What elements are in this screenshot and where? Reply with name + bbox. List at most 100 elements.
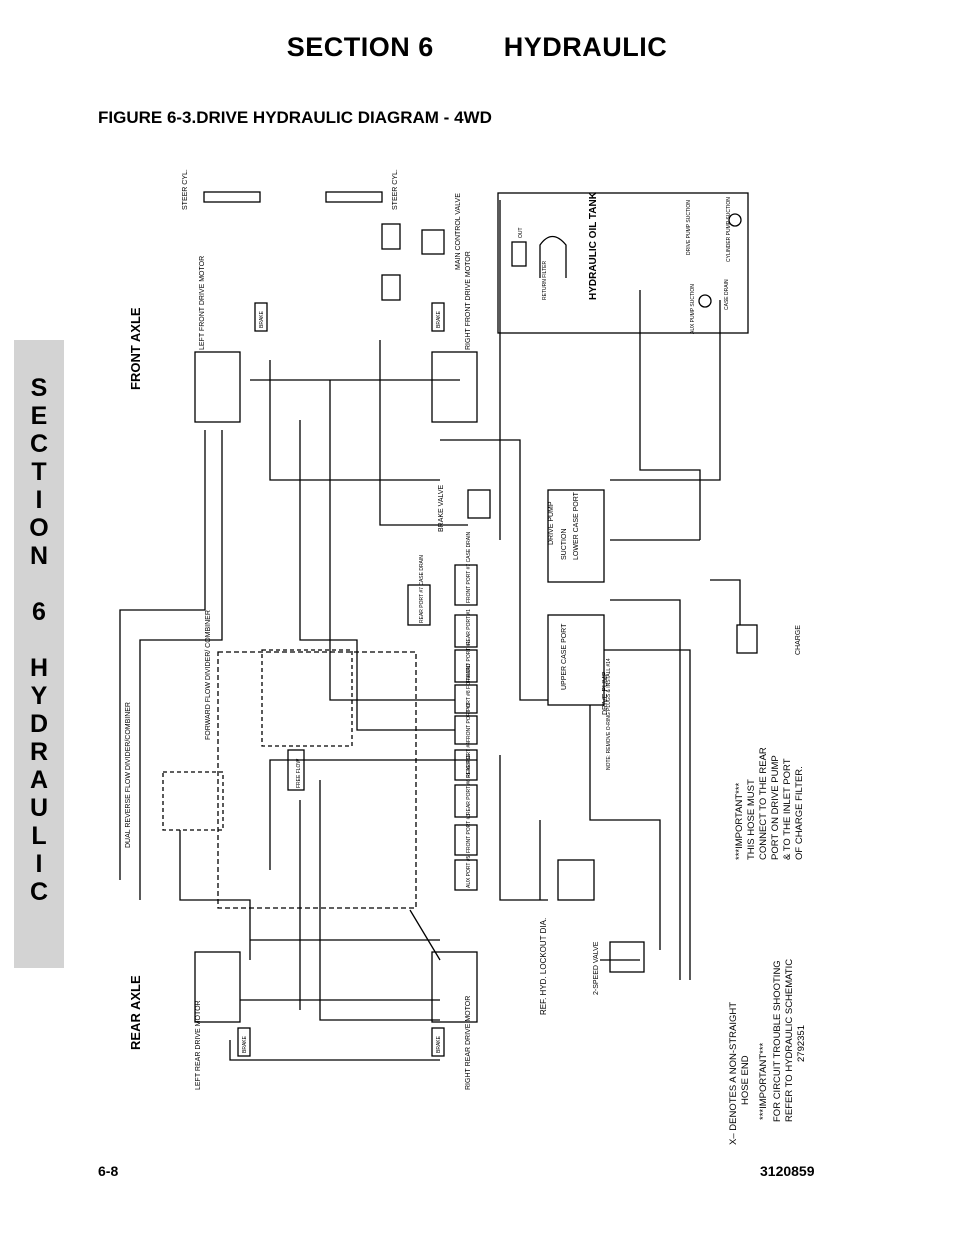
schematic-note-line: REFER TO HYDRAULIC SCHEMATIC: [784, 959, 795, 1122]
side-tab-letter: A: [29, 766, 49, 794]
brake-valve: [467, 489, 491, 519]
figure-title: FIGURE 6-3.DRIVE HYDRAULIC DIAGRAM - 4WD: [98, 108, 492, 127]
lower-case-port-label: LOWER CASE PORT: [573, 491, 580, 560]
right-steer-cylinder: [325, 191, 383, 203]
main-control-valve-label: MAIN CONTROL VALVE: [455, 193, 462, 270]
side-tab-letter: H: [29, 654, 49, 682]
side-tab-letter: D: [29, 710, 49, 738]
brake-label: BRAKE: [242, 1035, 248, 1053]
two-speed-valve-label: 2-SPEED VALVE: [593, 941, 600, 995]
drive-pump-label-2: DRIVE PUMP: [602, 671, 609, 715]
x-note-line: X– DENOTES A NON-STRAIGHT: [728, 1002, 739, 1145]
port-label: FRONT PORT #2: [466, 703, 472, 742]
side-tab-letter: Y: [30, 682, 48, 710]
left-rear-motor-label: LEFT REAR DRIVE MOTOR: [195, 1000, 202, 1090]
main-control-valve: [421, 229, 445, 255]
brake-valve-label: BRAKE VALVE: [438, 484, 445, 532]
side-tab-letter: N: [29, 542, 49, 570]
section-title: HYDRAULIC: [503, 32, 668, 62]
left-front-drive-motor: [194, 351, 241, 423]
port-label: REAR PORT #6 REVERSE: [466, 753, 472, 815]
brake-label: BRAKE: [259, 310, 265, 328]
page-number: 6-8: [98, 1163, 119, 1179]
free-flow-label: FREE FLOW: [296, 759, 302, 788]
right-front-drive-motor: [431, 351, 478, 423]
drive-pump-suction-label: DRIVE PUMP SUCTION: [686, 200, 692, 255]
brake-label: BRAKE: [436, 1035, 442, 1053]
hose-note-line: & TO THE INLET PORT: [782, 758, 793, 860]
right-rear-brake: [431, 1027, 445, 1057]
important-label-2: ***IMPORTANT***: [758, 1042, 769, 1120]
schematic-note-line: FOR CIRCUIT TROUBLE SHOOTING: [772, 960, 783, 1122]
important-label-1: ***IMPORTANT***: [734, 782, 745, 860]
hose-note-line: CONNECT TO THE REAR: [758, 747, 769, 860]
port-label: PORT #8 FORWARD: [466, 663, 472, 711]
side-tab-letter: T: [31, 458, 47, 486]
return-filter: [539, 235, 567, 278]
drive-pump-label: DRIVE PUMP: [548, 501, 555, 545]
note-oring: NOTE: REMOVE O-RING PLUGS & INSTALL #14: [606, 658, 612, 770]
right-front-brake: [431, 302, 445, 332]
case-drain-label: CASE DRAIN: [724, 279, 730, 310]
port-label: REAR PORT #7 CASE DRAIN: [419, 555, 425, 623]
charge-filter: [736, 624, 758, 654]
x-note-line: HOSE END: [740, 1055, 751, 1105]
port-label: REAR PORT #1: [466, 609, 472, 645]
schematic-note-line: 2792351: [796, 1025, 807, 1062]
forward-divider-label: FORWARD FLOW DIVIDER/ COMBINER: [205, 610, 212, 740]
drive-pump-upper: [547, 614, 605, 706]
left-rear-drive-motor: [194, 951, 241, 1023]
section-number: SECTION 6: [286, 32, 434, 62]
hose-note-line: OF CHARGE FILTER.: [794, 766, 805, 860]
side-tab-letter: O: [29, 514, 49, 542]
left-steer-cylinder: [203, 191, 261, 203]
aux-pump-suction-label: AUX PUMP SUCTION: [690, 284, 696, 334]
left-front-brake: [254, 302, 268, 332]
section-header: SECTION 6 HYDRAULIC: [0, 32, 954, 63]
document-number: 3120859: [760, 1163, 815, 1179]
side-tab-letter: C: [29, 430, 49, 458]
reverse-flow-divider: [162, 771, 224, 831]
suction-label: SUCTION: [561, 529, 568, 561]
two-speed-valve: [609, 941, 645, 973]
reverse-divider-label: DUAL REVERSE FLOW DIVIDER/COMBINER: [125, 702, 132, 848]
side-tab-letter: E: [30, 402, 48, 430]
cylinder-pump-suction-label: CYLINDER PUMP SUCTION: [726, 197, 732, 262]
side-tab-letter: 6: [32, 598, 46, 626]
side-tab-letter: R: [29, 738, 49, 766]
ref-lockout-label: REF. HYD. LOCKOUT DIA.: [539, 918, 548, 1015]
out-label: OUT: [518, 227, 524, 238]
drive-pump-lower: [547, 489, 605, 583]
forward-flow-divider: [261, 649, 353, 747]
side-tab-letter: C: [29, 878, 49, 906]
front-axle-label: FRONT AXLE: [128, 307, 143, 390]
brake-label: BRAKE: [436, 310, 442, 328]
right-rear-motor-label: RIGHT REAR DRIVE MOTOR: [465, 996, 472, 1090]
side-tab-letter: I: [35, 486, 43, 514]
hydraulic-tank-label: HYDRAULIC OIL TANK: [588, 191, 599, 300]
port-label: AUX PORT #5: [466, 855, 472, 888]
side-tab-letter: L: [31, 822, 47, 850]
upper-case-port-label: UPPER CASE PORT: [561, 623, 568, 690]
port-label: FRONT PORT #3: [466, 814, 472, 853]
port-label: FRONT PORT #7 CASE DRAIN: [466, 531, 472, 603]
port-label: FRONT PORT #1: [466, 641, 472, 680]
hose-note-line: PORT ON DRIVE PUMP: [770, 755, 781, 860]
side-tab-letter: U: [29, 794, 49, 822]
rear-axle-label: REAR AXLE: [128, 975, 143, 1050]
port-label: REAR PORT #4: [466, 742, 472, 778]
right-steer-cyl-label: STEER CYL.: [392, 169, 399, 210]
side-tab-letter: S: [30, 374, 48, 402]
charge-label: CHARGE: [795, 625, 802, 655]
left-front-motor-label: LEFT FRONT DRIVE MOTOR: [199, 256, 206, 350]
hose-note-line: THIS HOSE MUST: [746, 779, 757, 860]
hydraulic-tank-outline: [497, 192, 749, 334]
right-rear-drive-motor: [431, 951, 478, 1023]
return-filter-label: RETURN FILTER: [542, 261, 548, 300]
left-rear-brake: [237, 1027, 251, 1057]
side-tab-letter: I: [35, 850, 43, 878]
right-front-motor-label: RIGHT FRONT DRIVE MOTOR: [465, 251, 472, 350]
